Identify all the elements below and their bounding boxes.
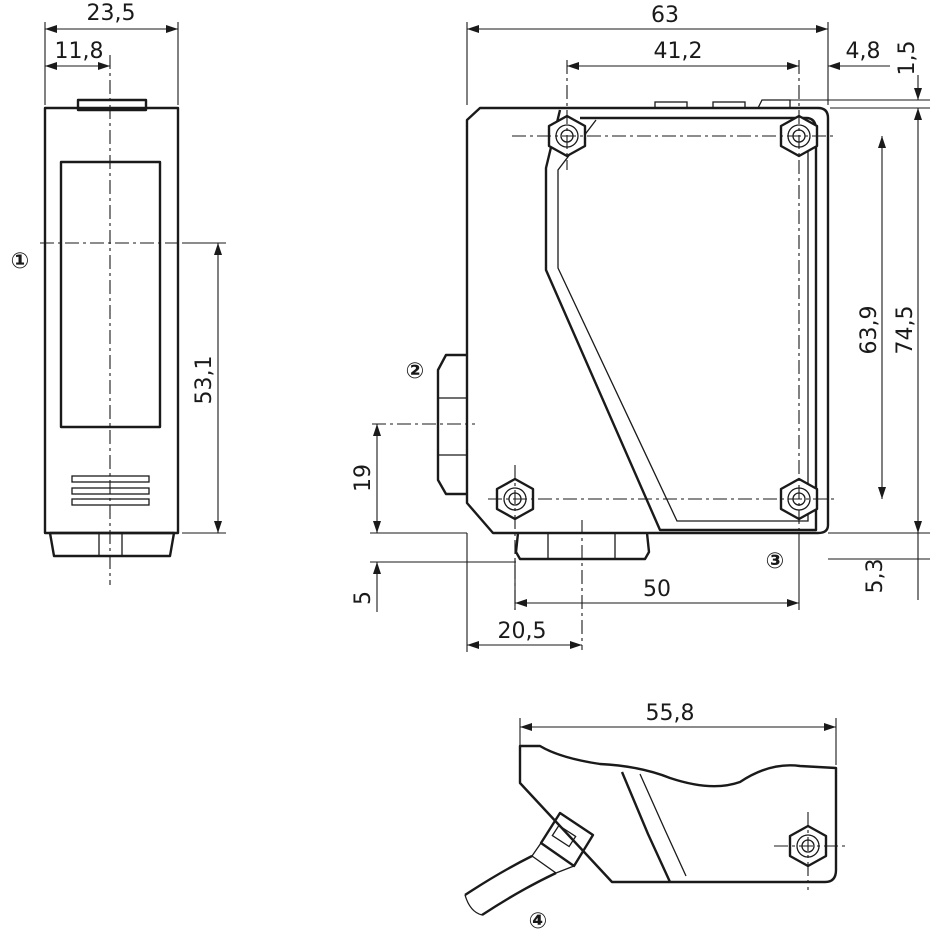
side-connector-hex <box>436 353 467 496</box>
side-housing <box>43 106 180 535</box>
dim-side-lens-height-text: 53,1 <box>192 356 217 405</box>
side-top-cap <box>76 98 148 112</box>
dim-hole-spacing-y: 63,9 <box>857 136 886 499</box>
dim-connector-height-text: 19 <box>351 464 376 492</box>
dim-bottom-right-offset: 5,3 <box>828 533 930 600</box>
cable-version-view: 55,8 ④ <box>464 701 846 934</box>
dim-connector-span: 50 <box>514 533 800 610</box>
dim-hole-spacing-x: 41,2 <box>567 39 799 70</box>
front-housing <box>465 106 830 535</box>
dim-offset-right: 4,8 <box>828 39 890 70</box>
dim-top-offset: 1,5 <box>790 41 930 109</box>
dim-cable-width: 55,8 <box>519 701 837 765</box>
front-top-bumps <box>654 99 791 109</box>
cable-inner-panel <box>620 771 672 883</box>
dim-front-width: 63 <box>466 3 829 105</box>
dim-side-lens-height: 53,1 <box>182 242 226 534</box>
cable-inner-panel-inset <box>639 773 687 877</box>
dim-side-width: 23,5 <box>44 1 179 105</box>
dim-connector-span-text: 50 <box>643 577 671 602</box>
dim-side-center-text: 11,8 <box>55 39 104 64</box>
cable-gland <box>531 811 595 874</box>
callout-4: ④ <box>529 909 548 934</box>
dim-offset-right-text: 4,8 <box>846 39 881 64</box>
dim-side-center: 11,8 <box>45 39 110 70</box>
front-inner-panel <box>544 109 818 532</box>
cable-housing <box>518 744 838 884</box>
dim-connector-center: 20,5 <box>466 533 582 652</box>
dim-hole-spacing-y-text: 63,9 <box>857 306 882 355</box>
dim-side-width-text: 23,5 <box>87 1 136 26</box>
dim-hole-spacing-x-text: 41,2 <box>654 39 703 64</box>
front-view: 63 41,2 4,8 1,5 63,9 <box>351 3 930 652</box>
dim-front-height: 74,5 <box>828 108 930 534</box>
dim-front-height-text: 74,5 <box>893 306 918 355</box>
dim-cable-width-text: 55,8 <box>646 701 695 726</box>
dim-top-offset-text: 1,5 <box>895 41 920 76</box>
callout-1: ① <box>11 249 30 274</box>
dim-connector-center-text: 20,5 <box>498 619 547 644</box>
callout-3: ③ <box>766 549 785 574</box>
callout-2: ② <box>406 359 425 384</box>
dim-front-width-text: 63 <box>651 3 679 28</box>
dim-bottom-right-offset-text: 5,3 <box>863 559 888 594</box>
front-inner-panel-inset <box>557 119 809 522</box>
dim-bottom-offset-text: 5 <box>351 591 376 605</box>
side-connector <box>48 531 176 558</box>
side-view: 23,5 11,8 53,1 ① <box>11 1 226 585</box>
dim-connector-height: 19 <box>351 424 467 534</box>
cable <box>464 854 557 917</box>
dim-bottom-offset: 5 <box>351 561 516 612</box>
